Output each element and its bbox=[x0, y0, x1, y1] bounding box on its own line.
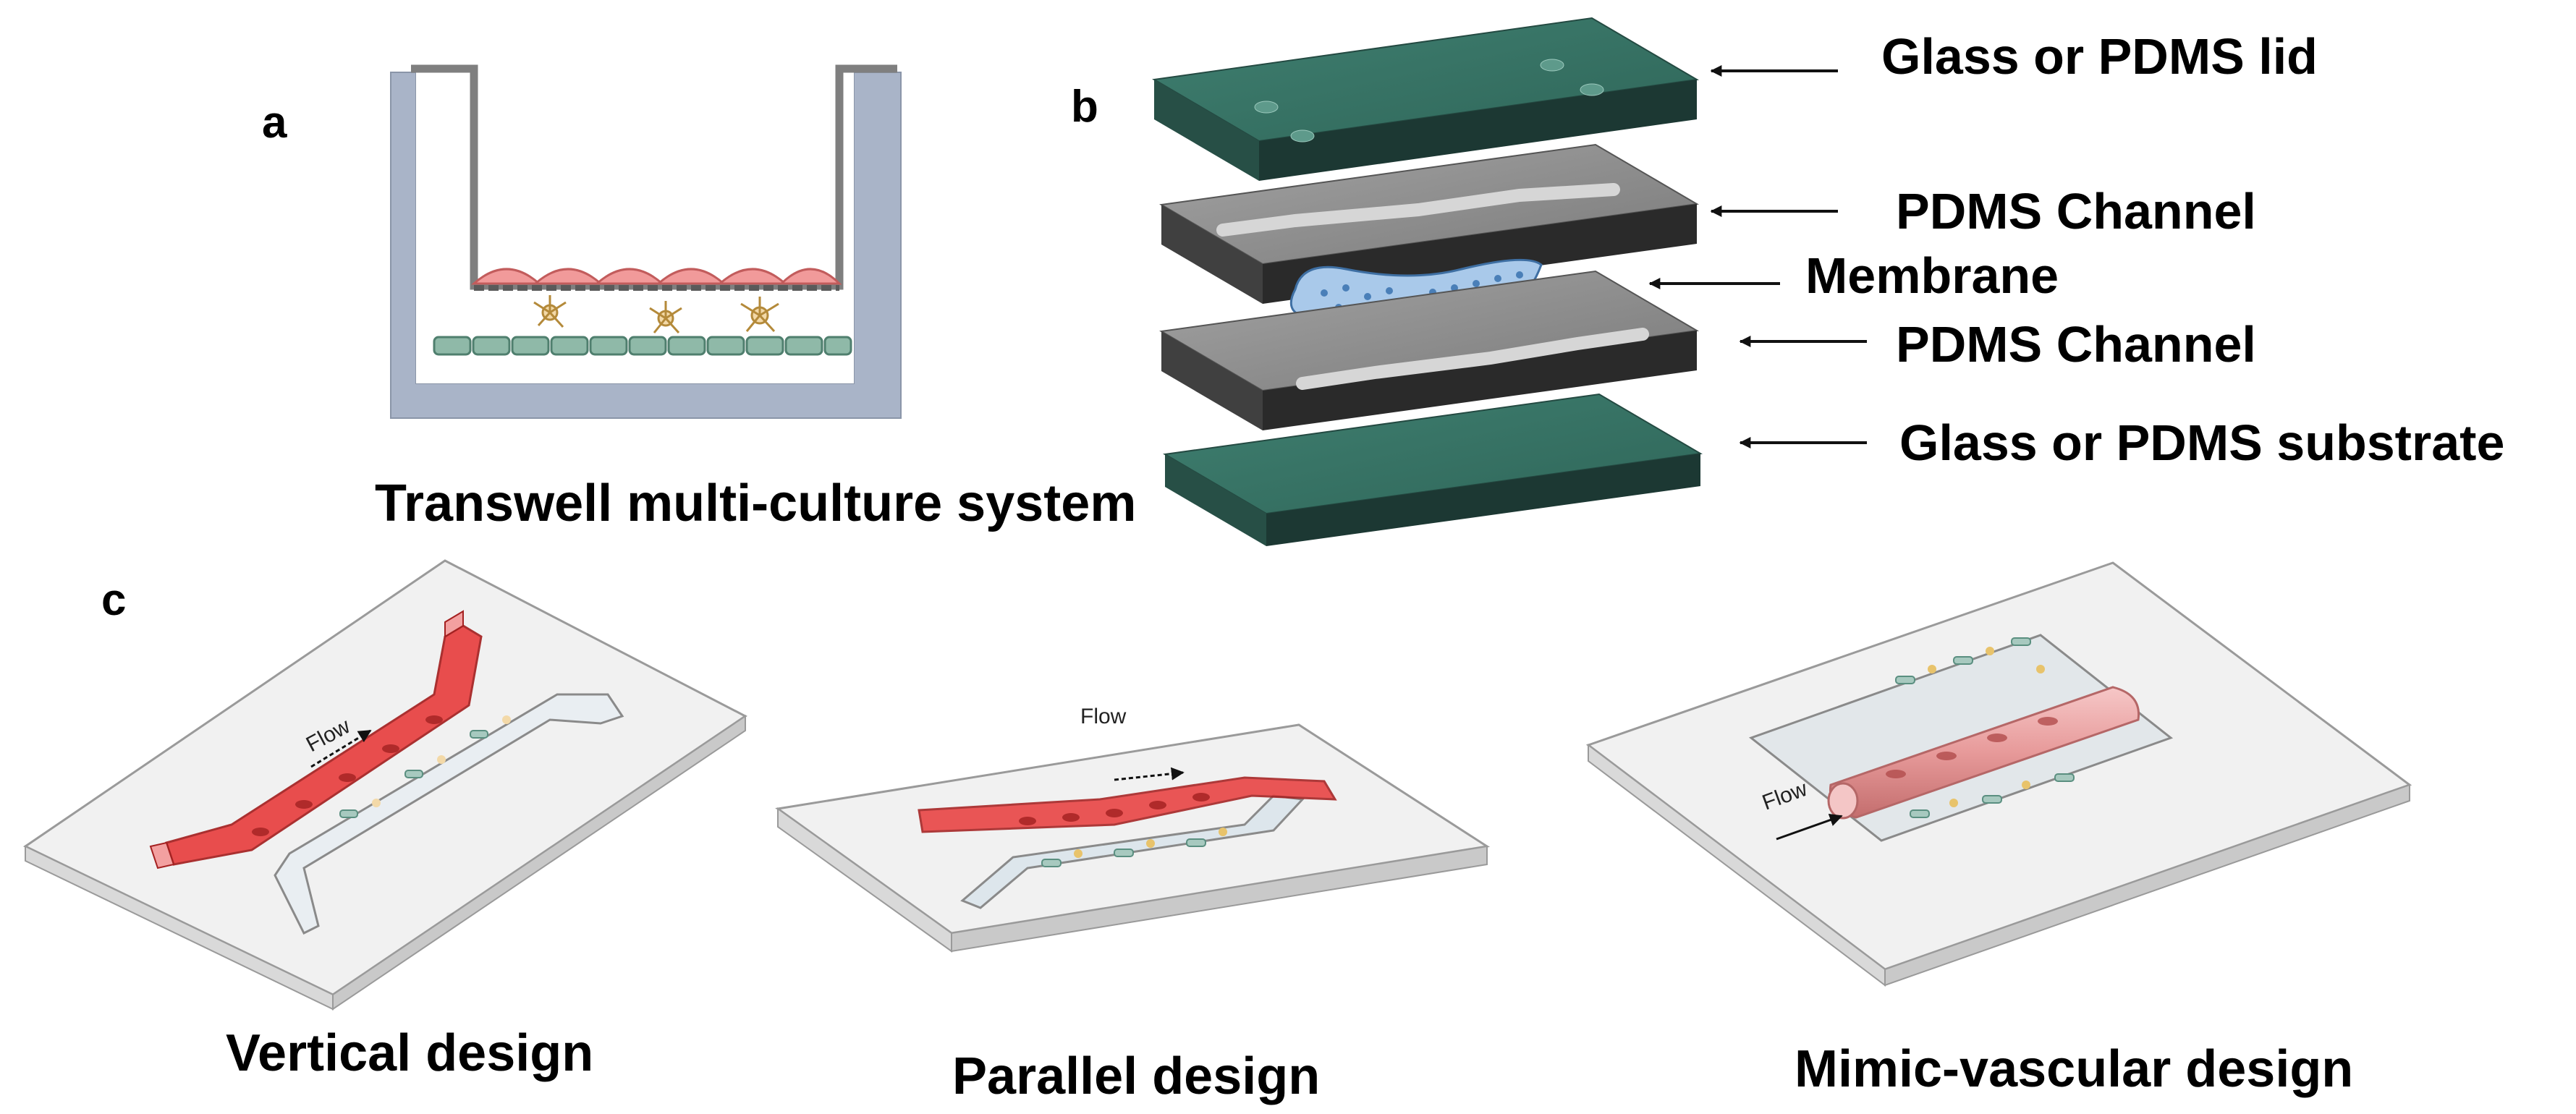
vertical-design-chip: Flow bbox=[23, 559, 747, 1011]
astrocyte-cell bbox=[533, 295, 567, 328]
label-substrate: Glass or PDMS substrate bbox=[1899, 414, 2504, 471]
panel-a: a bbox=[262, 64, 1136, 532]
layer-lid bbox=[1152, 17, 1699, 181]
vascular-flow-arrow bbox=[1776, 813, 1843, 841]
panel-b: b bbox=[1071, 17, 2504, 546]
vertical-design-caption: Vertical design bbox=[226, 1024, 593, 1082]
label-pdms-channel-top: PDMS Channel bbox=[1896, 183, 2256, 239]
well-medium bbox=[416, 72, 854, 383]
parallel-flow-label: Flow bbox=[1080, 705, 1127, 728]
label-pdms-channel-bottom: PDMS Channel bbox=[1896, 316, 2256, 373]
panel-a-letter: a bbox=[262, 98, 287, 148]
astrocyte-cells bbox=[533, 295, 779, 334]
label-lid: Glass or PDMS lid bbox=[1881, 28, 2318, 85]
bottom-cell-layer bbox=[433, 336, 852, 356]
parallel-design-caption: Parallel design bbox=[952, 1047, 1320, 1105]
panel-c: c Flow bbox=[23, 559, 2412, 1105]
astrocyte-cell bbox=[649, 301, 682, 334]
parallel-design-chip: Flow bbox=[775, 705, 1491, 953]
layer-pdms-channel-bottom bbox=[1159, 270, 1699, 430]
panel-c-letter: c bbox=[101, 575, 126, 625]
label-membrane: Membrane bbox=[1805, 247, 2059, 304]
endothelial-cell bbox=[779, 268, 842, 285]
vertical-flow-arrow bbox=[310, 729, 372, 768]
mimic-vascular-design-chip: Flow bbox=[1585, 561, 2412, 987]
layer-arrows bbox=[1648, 65, 1867, 448]
parallel-flow-arrow bbox=[1114, 767, 1185, 781]
mimic-vascular-design-caption: Mimic-vascular design bbox=[1795, 1040, 2353, 1098]
astrocyte-cell bbox=[740, 297, 779, 333]
panel-a-caption: Transwell multi-culture system bbox=[375, 475, 1136, 532]
transwell-diagram bbox=[390, 64, 902, 419]
layer-substrate bbox=[1163, 393, 1703, 546]
endothelial-cell-layer bbox=[471, 268, 842, 285]
panel-b-letter: b bbox=[1071, 82, 1098, 132]
